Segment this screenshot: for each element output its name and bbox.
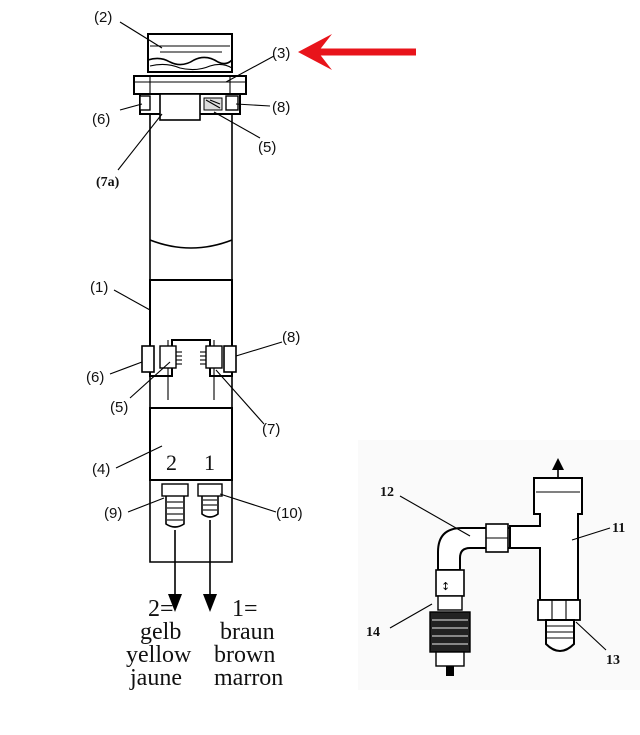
callout-3: (3) — [272, 45, 290, 62]
knurled-ring — [147, 56, 233, 66]
callout-7a: (7a) — [96, 175, 120, 190]
inset-tee-assembly: ↕ 12 11 13 14 — [358, 440, 640, 690]
threaded-stud-left — [176, 351, 182, 365]
wire-1-header: 1= — [232, 596, 258, 622]
callout-13: 13 — [606, 653, 620, 668]
threaded-stud-right — [200, 351, 206, 365]
tee-nut — [537, 599, 581, 621]
terminal-1-label: 1 — [204, 450, 215, 475]
wire-2-en: yellow — [126, 642, 192, 668]
upper-tube — [149, 114, 233, 280]
wire-2-header: 2= — [148, 596, 174, 622]
callout-10: (10) — [276, 505, 303, 522]
wire-1-en: brown — [214, 642, 275, 668]
callout-14: 14 — [366, 625, 380, 640]
callout-4: (4) — [92, 461, 110, 478]
wire-2-fr: jaune — [129, 665, 182, 691]
wire-arrow-brown — [203, 520, 217, 612]
callout-9: (9) — [104, 505, 122, 522]
set-screw-left-mid — [141, 345, 155, 373]
set-screw-left-top — [139, 95, 151, 111]
callout-5-mid: (5) — [110, 399, 128, 416]
sensor-connector — [429, 611, 471, 653]
connector-housing — [149, 407, 233, 481]
callout-11: 11 — [612, 521, 625, 536]
wire-2-de: gelb — [140, 619, 181, 645]
wire-1-fr: marron — [214, 665, 283, 691]
main-switch-assembly: 2 1 2= gelb — [86, 9, 416, 691]
terminal-1 — [197, 483, 223, 518]
callout-8-top: (8) — [272, 99, 290, 116]
terminal-2-label: 2 — [166, 450, 177, 475]
callout-12: 12 — [380, 485, 394, 500]
callout-7: (7) — [262, 421, 280, 438]
inset-background — [358, 440, 640, 690]
leader-lines — [109, 21, 283, 513]
callout-6-top: (6) — [92, 111, 110, 128]
wire-arrow-yellow — [168, 530, 182, 612]
wire-1-de: braun — [220, 619, 275, 645]
callout-2: (2) — [94, 9, 112, 26]
inner-block-top — [159, 93, 201, 121]
tee-body — [509, 477, 583, 601]
set-screw-right-top — [225, 95, 239, 111]
highlight-arrow — [298, 34, 416, 70]
svg-text:↕: ↕ — [441, 580, 450, 593]
terminal-2 — [161, 483, 189, 528]
tee-flare-fitting — [545, 619, 575, 652]
top-cap — [147, 33, 233, 73]
hex-collar — [133, 75, 247, 95]
set-screw-right-mid — [223, 345, 237, 373]
callout-8-mid: (8) — [282, 329, 300, 346]
callout-1: (1) — [90, 279, 108, 296]
callout-6-mid: (6) — [86, 369, 104, 386]
callout-5-top: (5) — [258, 139, 276, 156]
